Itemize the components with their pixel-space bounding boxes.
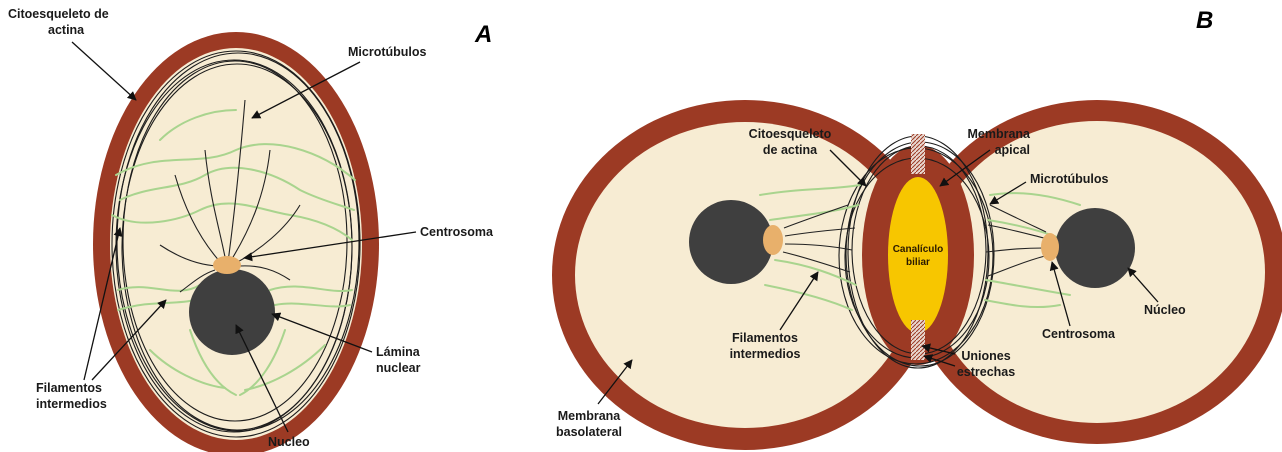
label-a-nucleus: Nucleo: [268, 435, 310, 449]
cell-a-cytoplasm: [110, 48, 362, 440]
tight-junction-top: [911, 134, 925, 174]
label-b-centrosome: Centrosoma: [1042, 327, 1116, 341]
label-b-nucleus: Núcleo: [1144, 303, 1186, 317]
tight-junction-bottom: [911, 320, 925, 360]
panel-label-a: A: [474, 21, 492, 48]
panel-label-b: B: [1196, 7, 1213, 34]
arrow-a-actin: [72, 42, 136, 100]
label-b-microtubules: Microtúbulos: [1030, 172, 1109, 186]
cell-b-left-nucleus: [689, 200, 773, 284]
cell-a-centrosome: [213, 256, 241, 274]
cell-b-canaliculus: [888, 177, 948, 333]
label-a-centrosome: Centrosoma: [420, 225, 494, 239]
cell-b-right-nucleus: [1055, 208, 1135, 288]
cell-b-right-centrosome: [1041, 233, 1059, 261]
label-a-microtubules: Microtúbulos: [348, 45, 427, 59]
cell-a-nucleus: [189, 269, 275, 355]
cell-b-left-centrosome: [763, 225, 783, 255]
